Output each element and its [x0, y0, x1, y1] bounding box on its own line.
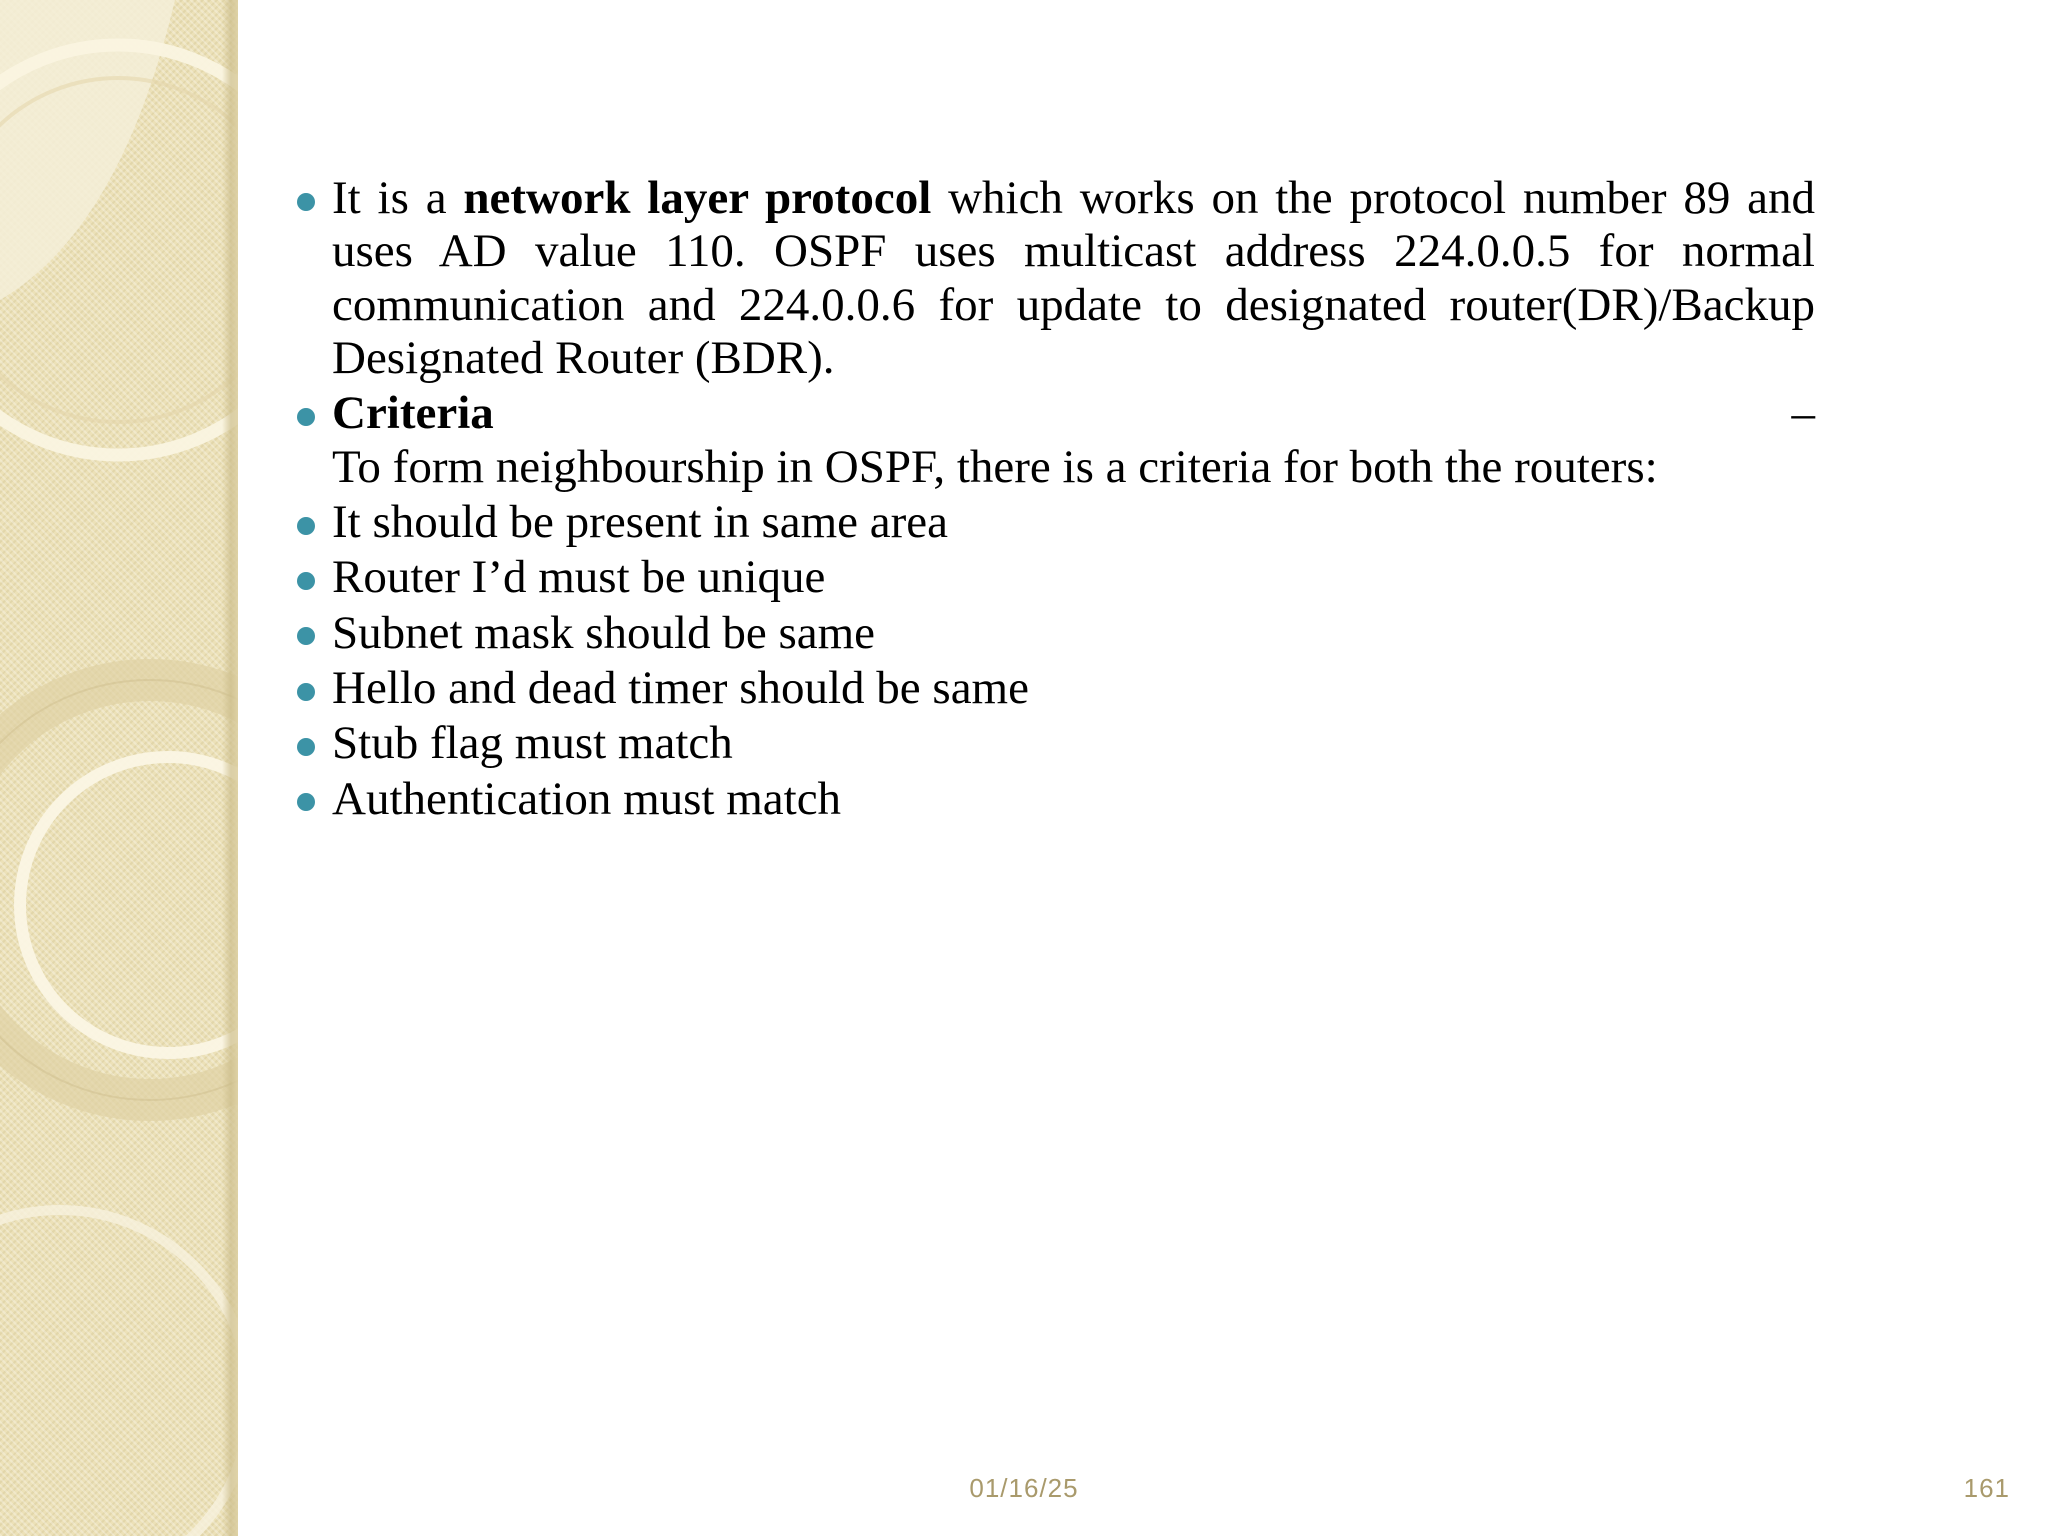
- list-item-router-id: Router I’d must be unique: [275, 551, 1815, 604]
- stub-flag-text: Stub flag must match: [332, 717, 733, 770]
- bullet-dot-icon: [297, 408, 315, 427]
- bullet-dot-icon: [297, 738, 315, 757]
- list-item-stub-flag: Stub flag must match: [275, 717, 1815, 770]
- criteria-subtext: To form neighbourship in OSPF, there is …: [332, 440, 1658, 493]
- ospf-overview-bold: network layer protocol: [463, 172, 932, 224]
- list-item-ospf-overview: It is a network layer protocol which wor…: [275, 172, 1815, 385]
- ospf-overview-text: It is a network layer protocol which wor…: [332, 172, 1815, 385]
- ospf-overview-lead: It is a: [332, 172, 464, 224]
- bullet-dot-icon: [297, 682, 315, 701]
- ospf-overview-rest: which works on the protocol number 89 an…: [332, 172, 1815, 385]
- list-item-authentication: Authentication must match: [275, 773, 1815, 826]
- bullet-list: It is a network layer protocol which wor…: [275, 172, 1815, 826]
- criteria-heading-row: Criteria –: [332, 387, 1815, 440]
- bullet-dot-icon: [297, 627, 315, 646]
- list-item-hello-dead-timer: Hello and dead timer should be same: [275, 662, 1815, 715]
- slide-body: It is a network layer protocol which wor…: [275, 172, 1815, 828]
- decorative-sidebar: [0, 0, 238, 1536]
- sidebar-arc-graphics: [0, 0, 238, 1536]
- sidebar-edge-band: [222, 0, 238, 1536]
- bullet-dot-icon: [297, 516, 315, 535]
- hello-dead-timer-text: Hello and dead timer should be same: [332, 662, 1029, 715]
- footer-page-number: 161: [1963, 1473, 2010, 1503]
- bullet-dot-icon: [297, 572, 315, 591]
- router-id-text: Router I’d must be unique: [332, 551, 826, 604]
- bullet-dot-icon: [297, 793, 315, 812]
- bullet-dot-icon: [297, 192, 315, 211]
- same-area-text: It should be present in same area: [332, 496, 949, 549]
- list-item-same-area: It should be present in same area: [275, 496, 1815, 549]
- footer-date: 01/16/25: [969, 1473, 1079, 1503]
- criteria-heading: Criteria: [332, 387, 494, 440]
- criteria-trailing-dash: –: [1791, 387, 1816, 440]
- list-item-criteria: Criteria – To form neighbourship in OSPF…: [275, 387, 1815, 494]
- list-item-subnet-mask: Subnet mask should be same: [275, 607, 1815, 660]
- authentication-text: Authentication must match: [332, 772, 842, 825]
- subnet-mask-text: Subnet mask should be same: [332, 606, 876, 659]
